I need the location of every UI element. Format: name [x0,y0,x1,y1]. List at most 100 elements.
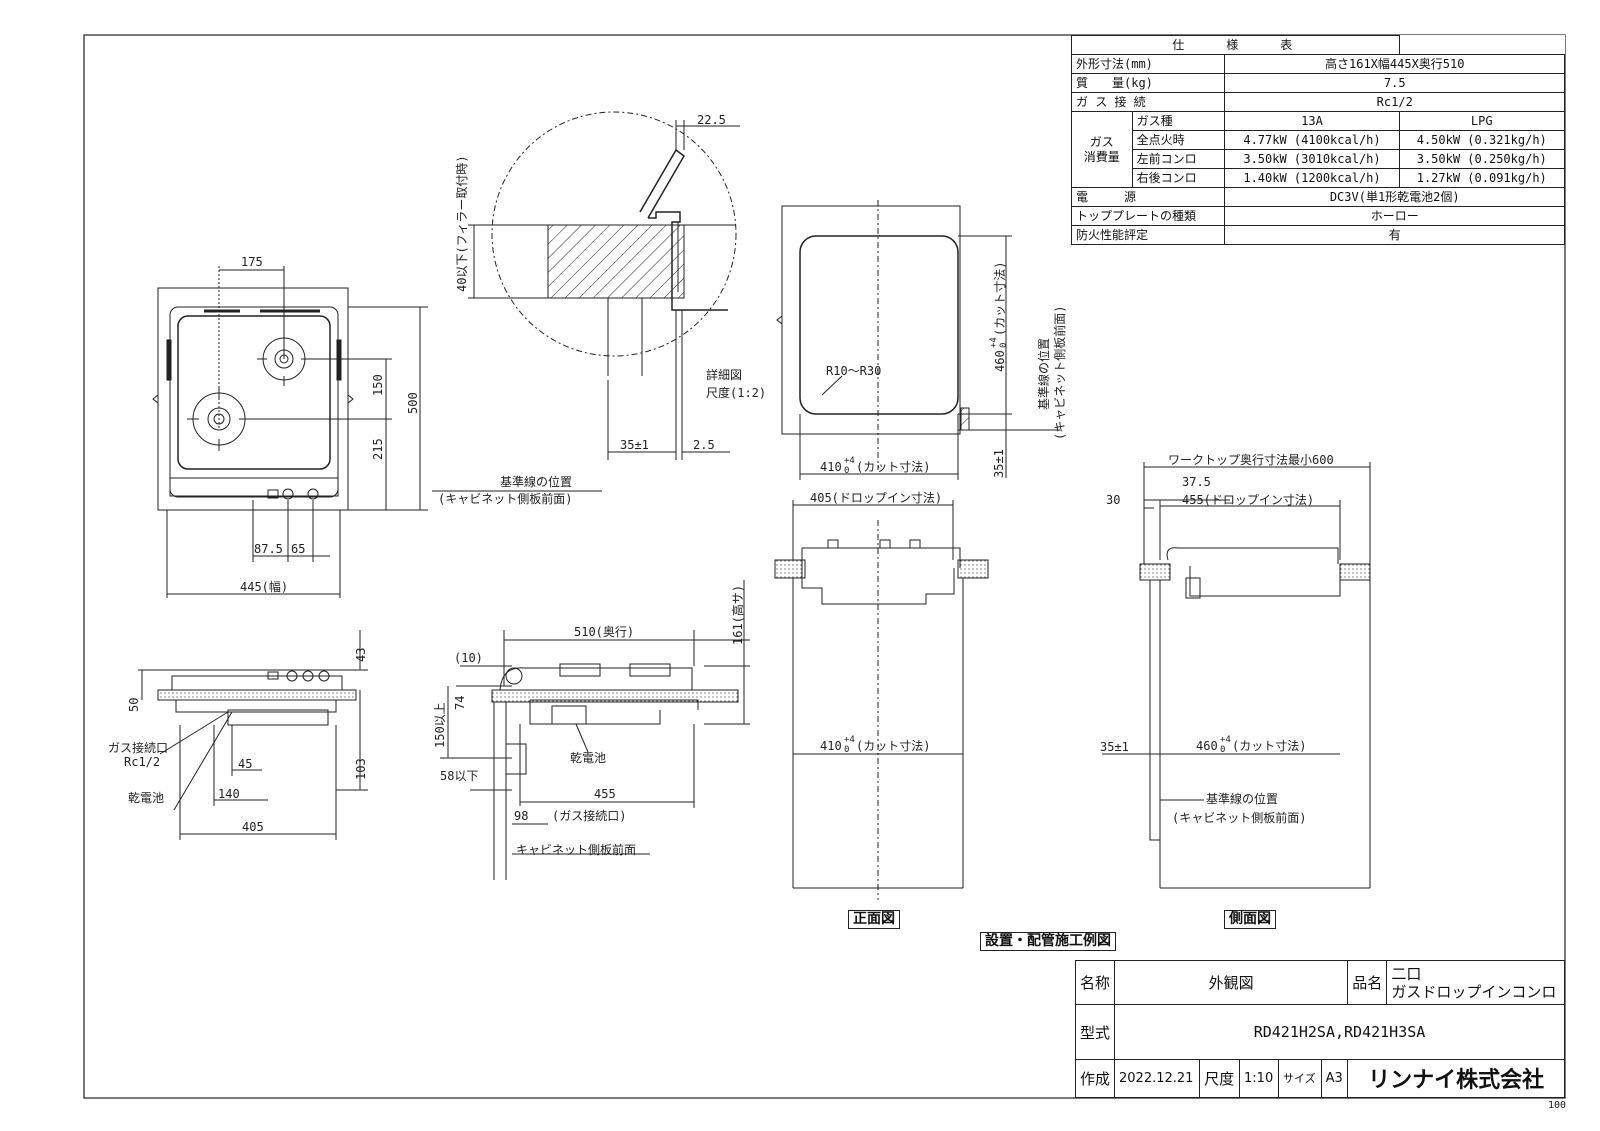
detail-scale: 尺度(1:2) [706,385,766,400]
side-dim-510: 510(奥行) [574,625,634,639]
dim-40-filler: 40以下(フィラー取付時) [455,155,469,292]
install-example-label: 設置・配管施工例図 [980,932,1116,951]
title-block: 名称 外観図 品名 二口 ガスドロップインコンロ 型式 RD421H2SA,RD… [1074,959,1565,1099]
cutout-ref1: 基準線の位置 [1036,338,1051,410]
svg-text:+4: +4 [1220,735,1231,745]
svg-text:460: 460 [993,350,1007,372]
cutout-dim-460: 460 +4 0 (カット寸法) [989,262,1009,372]
install-front-view [774,500,989,900]
detail-caption: 詳細図 [706,367,742,382]
svg-text:0: 0 [844,466,849,476]
spec-table: 仕 様 表 外形寸法(mm)高さ161X幅445X奥行510 質 量(kg)7.… [1070,35,1566,245]
gas-row-lpg: 3.50kW (0.250kg/h) [1398,149,1566,169]
dim-65: 65 [291,542,305,556]
date-value: 2022.12.21 [1114,1058,1201,1099]
dim-445: 445(幅) [240,579,288,594]
gas-row-lpg: 1.27kW (0.091kg/h) [1398,168,1566,188]
svg-text:410: 410 [820,460,842,474]
date-label: 作成 [1074,1058,1116,1099]
dim-215: 215 [371,438,385,460]
company-name: リンナイ株式会社 [1347,1058,1565,1099]
gas-type-lpg: LPG [1398,111,1566,131]
spec-row-value: Rc1/2 [1224,92,1565,112]
gas-consumption-label: ガス 消費量 [1071,111,1133,188]
cutout-radius: R10～R30 [826,364,881,378]
install-side-ref2: (キャビネット側板前面) [1172,810,1306,825]
name-value: 外観図 [1114,959,1349,1006]
cutout-dim-35: 35±1 [992,449,1006,478]
product-value-1: 二口 [1391,964,1422,983]
spec-row-value: DC3V(単1形乾電池2個) [1224,187,1565,207]
side-dim-58: 58以下 [440,769,478,783]
spec-row-value: 有 [1224,225,1565,245]
svg-text:(カット寸法): (カット寸法) [856,739,930,753]
front-battery: 乾電池 [128,791,164,805]
side-elevation [440,580,750,880]
spec-row-value: ホーロー [1224,206,1565,226]
install-side-ref1: 基準線の位置 [1206,791,1278,806]
dim-2-5: 2.5 [693,438,715,452]
side-dim-150: 150以上 [433,702,447,748]
install-side-dim-600: ワークトップ奥行寸法最小600 [1168,453,1334,467]
gas-row-lpg: 4.50kW (0.321kg/h) [1398,130,1566,150]
ref-line-sub: (キャビネット側板前面) [438,491,572,506]
dim-87-5: 87.5 [254,542,283,556]
front-elevation [138,630,368,840]
front-dim-405: 405 [242,820,264,834]
svg-text:+4: +4 [844,735,855,745]
side-dim-74: 74 [453,696,467,710]
svg-text:+4: +4 [989,337,999,348]
size-label: サイズ [1278,1058,1322,1099]
gas-row-label: 右後コンロ [1131,168,1226,188]
front-dim-45: 45 [238,757,252,771]
dim-35-1: 35±1 [620,438,649,452]
front-dim-140: 140 [218,787,240,801]
product-value-2: ガスドロップインコンロ [1391,982,1557,1001]
side-gas: (ガス接続口) [552,808,626,823]
spec-row-label: トッププレートの種類 [1070,206,1226,226]
dim-22-5: 22.5 [697,113,726,127]
side-cabinet: キャビネット側板前面 [516,842,636,857]
cutout-ref2: (キャビネット側板前面) [1052,306,1067,440]
cutout-dim-410: 410 +4 0 (カット寸法) [820,456,930,476]
gas-row-label: 全点火時 [1131,130,1226,150]
dim-500: 500 [406,392,420,414]
gas-type-13a: 13A [1224,111,1400,131]
gas-row-13a: 3.50kW (3010kcal/h) [1224,149,1400,169]
front-dim-50: 50 [127,698,141,712]
dim-175: 175 [241,255,263,269]
spec-row-label: 電 源 [1070,187,1226,207]
svg-text:0: 0 [844,745,849,755]
gas-row-13a: 1.40kW (1200kcal/h) [1224,168,1400,188]
cutout-view [776,200,1060,480]
spec-row-label: 質 量(kg) [1070,73,1226,93]
gas-row-13a: 4.77kW (4100kcal/h) [1224,130,1400,150]
ref-line-label: 基準線の位置 [500,474,572,489]
gas-type-label: ガス種 [1131,111,1226,131]
install-side-dim-35: 35±1 [1100,740,1129,754]
front-view-label: 正面図 [848,910,900,929]
svg-text:+4: +4 [844,456,855,466]
front-dim-43: 43 [354,648,368,662]
svg-text:(カット寸法): (カット寸法) [1232,739,1306,753]
spec-row-label: 防火性能評定 [1070,225,1226,245]
svg-text:0: 0 [999,343,1009,348]
install-side-dim-37-5: 37.5 [1182,475,1211,489]
spec-row-label: 外形寸法(mm) [1070,54,1226,74]
front-gas-size: Rc1/2 [124,755,160,769]
install-side-dim-460: 460 +4 0 (カット寸法) [1196,735,1306,755]
page-number: 100 [1548,1100,1567,1111]
spec-row-label: ガ ス 接 続 [1070,92,1226,112]
sheet-border [83,34,1566,1099]
side-dim-98: 98 [514,809,528,823]
product-label: 品名 [1347,959,1388,1006]
size-value: A3 [1320,1058,1349,1099]
name-label: 名称 [1074,959,1116,1006]
install-side-view [1102,462,1371,889]
gas-row-label: 左前コンロ [1131,149,1226,169]
scale-value: 1:10 [1239,1058,1280,1099]
install-front-dim-410: 410 +4 0 (カット寸法) [820,735,930,755]
svg-text:460: 460 [1196,739,1218,753]
install-front-dim-405: 405(ドロップイン寸法) [810,491,942,505]
side-dim-10: (10) [454,651,483,665]
